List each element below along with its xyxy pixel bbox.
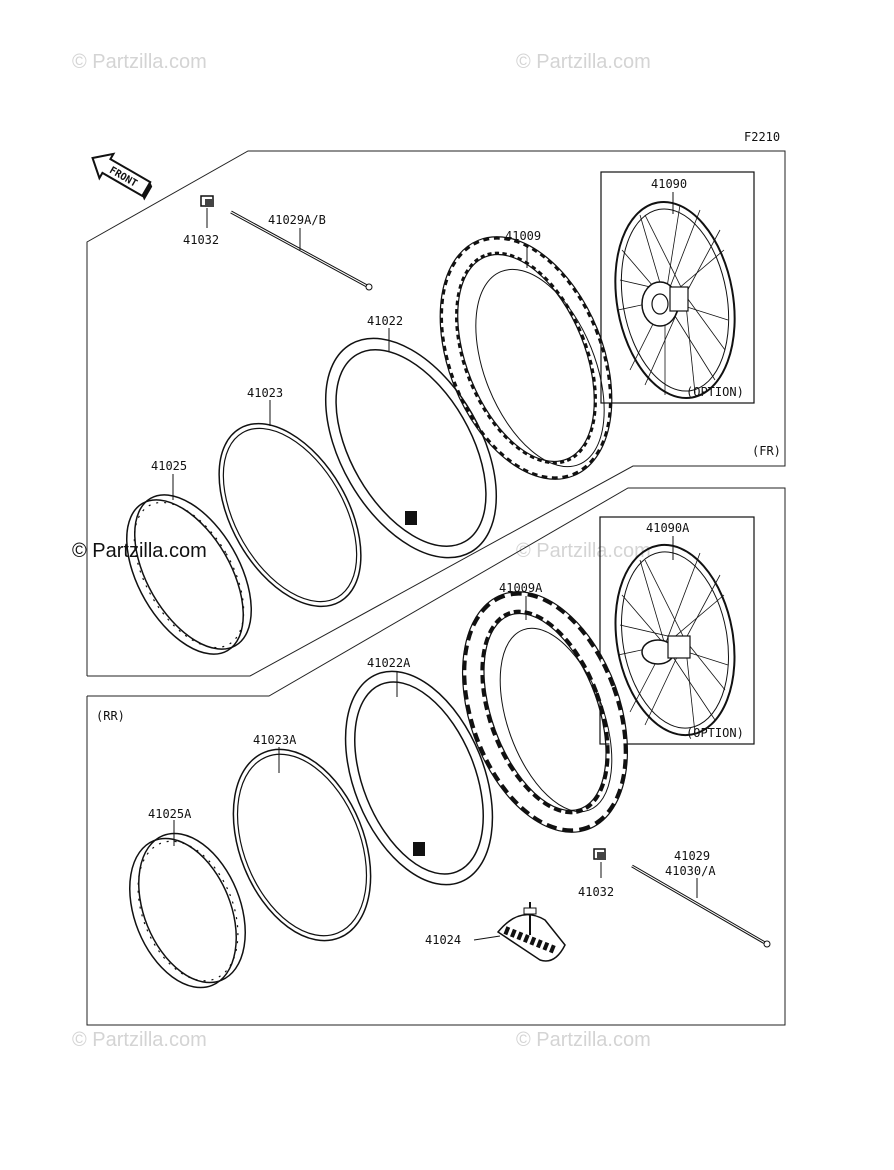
part-label-41023a: 41023A <box>253 733 297 747</box>
front-arrow-icon: FRONT <box>91 152 153 201</box>
part-label-41025a: 41025A <box>148 807 192 821</box>
part-label-41090: 41090 <box>651 177 687 191</box>
tube-rear <box>344 670 494 886</box>
part-label-41009a: 41009A <box>499 581 543 595</box>
valve-cap-front <box>200 195 214 228</box>
option-label-front: (OPTION) <box>686 385 744 399</box>
valve-cap-rear <box>593 848 606 878</box>
watermark-bottom-left: © Partzilla.com <box>72 1029 207 1051</box>
part-label-41023: 41023 <box>247 386 283 400</box>
wheel-assy-front <box>614 200 736 400</box>
watermark-bottom-right: © Partzilla.com <box>516 1029 651 1051</box>
option-box-rear <box>599 516 755 745</box>
part-label-41022a: 41022A <box>367 656 411 670</box>
watermark-top-left: © Partzilla.com <box>72 51 207 73</box>
rear-section-outline <box>86 487 786 1026</box>
diagram-code: F2210 <box>744 130 780 144</box>
front-section-tag: (FR) <box>752 444 781 458</box>
part-label-41022: 41022 <box>367 314 403 328</box>
rim-band-rear <box>232 748 372 942</box>
part-label-41032-rear: 41032 <box>578 885 614 899</box>
watermark-top-right: © Partzilla.com <box>516 51 651 73</box>
part-label-41029: 41029 <box>674 849 710 863</box>
part-label-41024: 41024 <box>425 933 461 947</box>
part-label-41030a: 41030/A <box>665 864 716 878</box>
spoke-rear <box>631 864 771 948</box>
part-label-41009: 41009 <box>505 229 541 243</box>
watermark-middle-left: © Partzilla.com <box>72 540 207 562</box>
front-section-outline <box>86 150 786 677</box>
rim-front <box>125 494 253 655</box>
tube-front <box>324 337 498 559</box>
wheel-assy-rear <box>614 543 736 737</box>
spoke-front <box>230 210 373 291</box>
part-label-41029ab: 41029A/B <box>268 213 326 227</box>
option-label-rear: (OPTION) <box>686 726 744 740</box>
rim-rear <box>129 832 246 989</box>
tire-front <box>439 236 613 480</box>
rim-band-front <box>218 422 362 608</box>
watermark-middle-right: © Partzilla.com <box>516 540 651 562</box>
tire-rear <box>461 591 629 833</box>
watermarks: © Partzilla.com © Partzilla.com © Partzi… <box>72 51 651 1051</box>
part-label-41025: 41025 <box>151 459 187 473</box>
part-label-41032-front: 41032 <box>183 233 219 247</box>
bead-stopper <box>496 902 566 962</box>
rear-section-tag: (RR) <box>96 709 125 723</box>
part-label-41090a: 41090A <box>646 521 690 535</box>
option-box-front <box>600 171 755 404</box>
